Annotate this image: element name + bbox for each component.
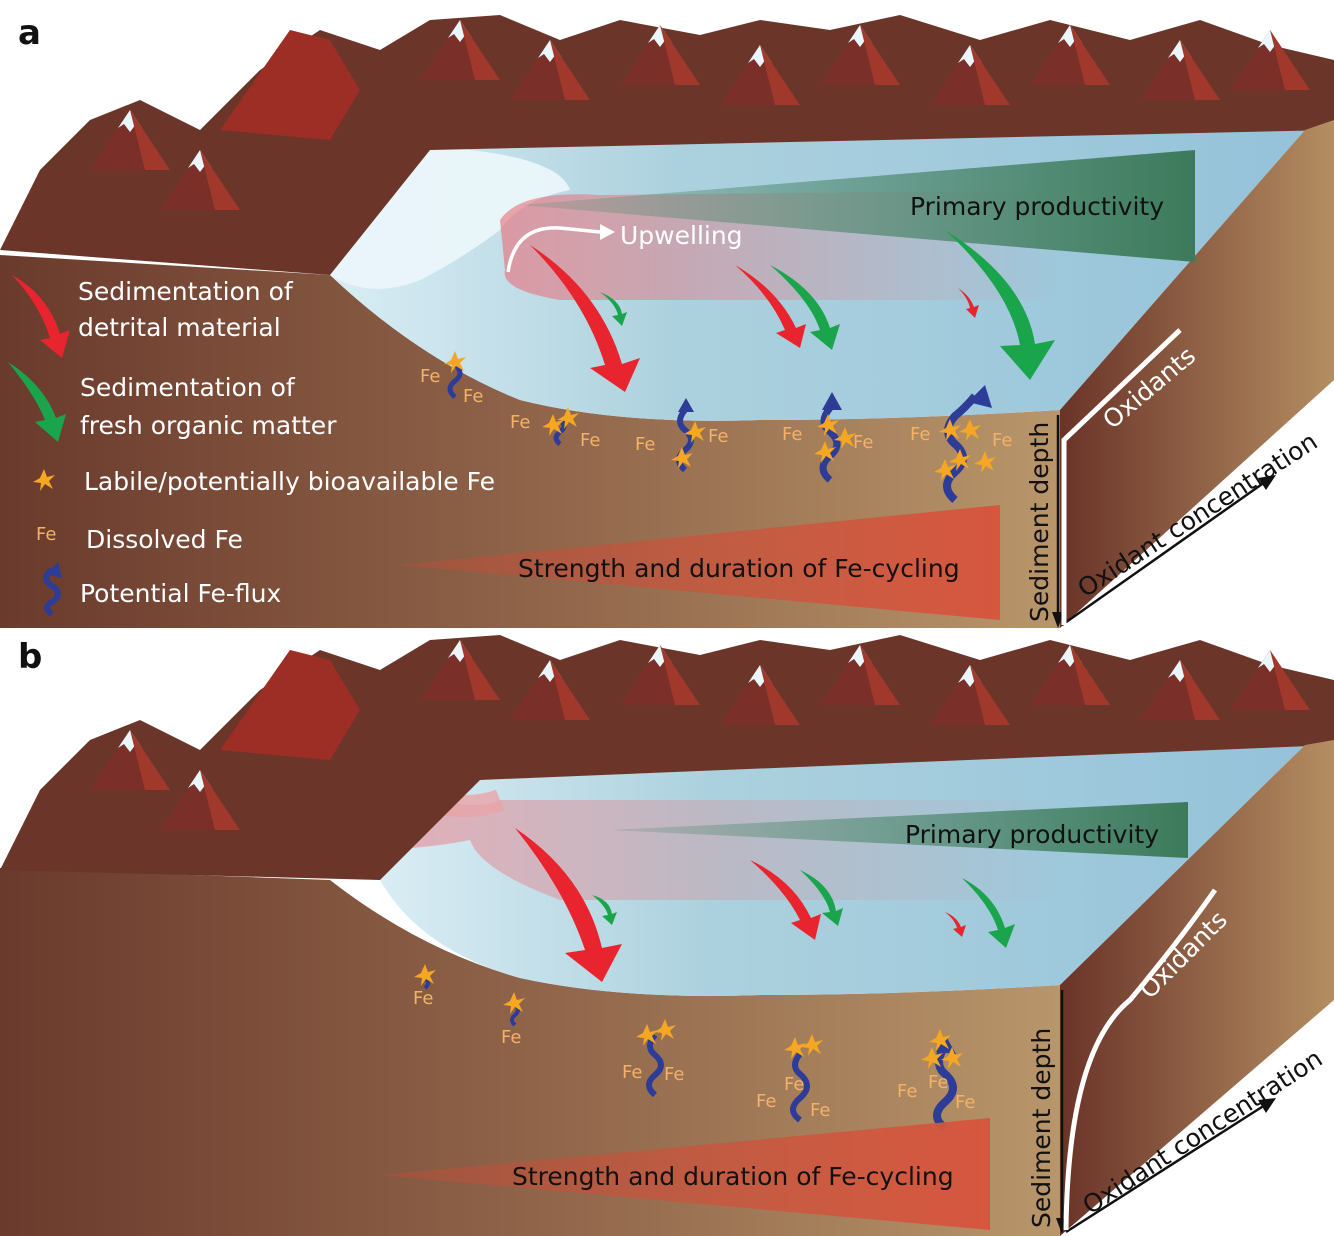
svg-text:Sedimentation of: Sedimentation of xyxy=(78,277,294,306)
panel-b-letter: b xyxy=(18,637,42,677)
primary-productivity-label: Primary productivity xyxy=(905,820,1159,849)
detrital-arrow xyxy=(735,265,806,348)
svg-text:fresh organic matter: fresh organic matter xyxy=(80,411,337,440)
svg-text:Fe: Fe xyxy=(708,426,728,447)
legend-detrital-arrow xyxy=(12,275,70,358)
svg-text:Fe: Fe xyxy=(928,1072,948,1093)
detrital-arrow xyxy=(515,828,622,982)
upwelling-label: Upwelling xyxy=(620,221,743,250)
svg-text:Fe: Fe xyxy=(501,1027,521,1048)
oxidant-concentration-axis xyxy=(1061,480,1266,627)
svg-text:Fe: Fe xyxy=(784,1074,804,1095)
primary-productivity-label: Primary productivity xyxy=(910,192,1164,221)
svg-text:Potential Fe-flux: Potential Fe-flux xyxy=(80,579,281,608)
svg-text:Sedimentation of: Sedimentation of xyxy=(80,373,296,402)
svg-text:Fe: Fe xyxy=(992,430,1012,451)
detrital-arrow xyxy=(530,245,640,392)
svg-text:Fe: Fe xyxy=(756,1091,776,1112)
fe-flux-group: Fe Fe Fe Fe Fe Fe Fe Fe Fe Fe xyxy=(420,351,1012,504)
panel-a-letter: a xyxy=(18,13,41,53)
svg-text:Fe: Fe xyxy=(622,1062,642,1083)
svg-text:Fe: Fe xyxy=(510,412,530,433)
fe-cycling-wedge xyxy=(400,505,1000,620)
svg-text:Fe: Fe xyxy=(955,1092,975,1113)
organic-arrow xyxy=(770,265,840,350)
legend-organic-arrow xyxy=(8,362,66,442)
svg-text:Fe: Fe xyxy=(413,988,433,1009)
fe-cycling-label: Strength and duration of Fe-cycling xyxy=(512,1162,954,1191)
organic-arrow xyxy=(962,878,1015,948)
right-wall-b xyxy=(1060,740,1334,1236)
svg-text:Labile/potentially bioavailabl: Labile/potentially bioavailable Fe xyxy=(84,467,495,496)
fe-cycling-wedge xyxy=(380,1118,990,1230)
volcano-a xyxy=(220,30,360,140)
oxidant-concentration-axis xyxy=(1065,1103,1266,1234)
svg-text:Fe: Fe xyxy=(782,424,802,445)
upwelling-arrow xyxy=(506,226,601,273)
svg-text:Fe: Fe xyxy=(910,424,930,445)
legend-flux-icon xyxy=(43,567,61,617)
svg-text:Fe: Fe xyxy=(810,1100,830,1121)
svg-text:Fe: Fe xyxy=(463,386,483,407)
oxidant-profile-b xyxy=(1063,888,1218,1231)
detrital-arrow xyxy=(945,912,966,937)
svg-text:Fe: Fe xyxy=(664,1064,684,1085)
svg-text:detrital material: detrital material xyxy=(78,313,281,342)
organic-arrow xyxy=(600,292,627,326)
svg-text:Fe: Fe xyxy=(853,432,873,453)
legend: Sedimentation of detrital material Sedim… xyxy=(8,275,495,617)
detrital-arrow xyxy=(958,288,979,318)
panel-a: Primary productivity Upwelling Fe Fe Fe … xyxy=(0,13,1334,628)
organic-arrow xyxy=(800,870,843,926)
svg-text:Dissolved Fe: Dissolved Fe xyxy=(86,525,243,554)
fe-flux-group: Fe Fe Fe Fe Fe Fe Fe Fe Fe Fe xyxy=(413,964,975,1132)
svg-text:Fe: Fe xyxy=(635,434,655,455)
fe-cycling-label: Strength and duration of Fe-cycling xyxy=(518,554,960,583)
svg-text:Fe: Fe xyxy=(420,366,440,387)
panel-b: Primary productivity Fe Fe Fe Fe Fe Fe F… xyxy=(0,635,1334,1236)
right-wall-a xyxy=(1060,120,1334,628)
legend-fe-icon: Fe xyxy=(36,524,56,545)
organic-arrow xyxy=(945,230,1055,380)
organic-arrow xyxy=(592,895,617,925)
sediment-depth-label: Sediment depth xyxy=(1025,422,1054,622)
detrital-arrow xyxy=(750,860,821,940)
sediment-depth-label: Sediment depth xyxy=(1027,1028,1056,1228)
oxidant-profile-a xyxy=(1061,328,1182,625)
productivity-wedge xyxy=(520,150,1195,262)
svg-text:Fe: Fe xyxy=(580,430,600,451)
productivity-wedge xyxy=(610,802,1188,858)
svg-text:Fe: Fe xyxy=(897,1081,917,1102)
volcano-b xyxy=(220,650,360,760)
